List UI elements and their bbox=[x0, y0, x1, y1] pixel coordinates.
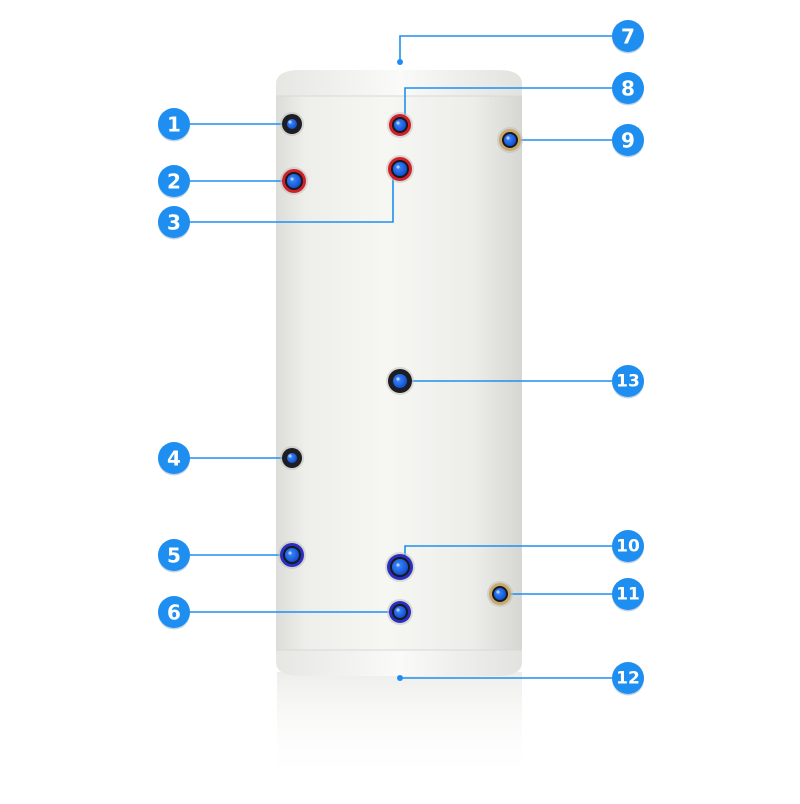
fitting-coil-return-upper bbox=[385, 552, 415, 582]
floor-reflection bbox=[277, 672, 522, 782]
callout-number-9: 9 bbox=[621, 129, 635, 153]
leader-line-8 bbox=[404, 87, 613, 115]
callout-number-6: 6 bbox=[167, 601, 181, 625]
leader-dot-12 bbox=[397, 675, 403, 681]
callout-badge-3: 3 bbox=[158, 206, 190, 240]
callout-number-5: 5 bbox=[167, 544, 181, 568]
tank-top-band bbox=[276, 70, 522, 96]
fitting-anode-port-top-right bbox=[497, 127, 523, 153]
callout-badge-4: 4 bbox=[158, 442, 190, 476]
callout-badge-6: 6 bbox=[158, 596, 190, 630]
callout-badge-13: 13 bbox=[612, 365, 644, 399]
callout-badge-1: 1 bbox=[158, 108, 190, 142]
fitting-coil-return-lower bbox=[387, 599, 413, 625]
fitting-center-port bbox=[386, 367, 414, 395]
fitting-hot-outlet-left bbox=[280, 167, 308, 195]
callout-number-8: 8 bbox=[621, 77, 635, 101]
callout-badge-12: 12 bbox=[612, 662, 644, 696]
callout-badge-5: 5 bbox=[158, 539, 190, 573]
leader-lines bbox=[189, 35, 613, 681]
callout-number-1: 1 bbox=[167, 113, 181, 137]
tank-bottom-band bbox=[276, 650, 522, 676]
fitting-element-port-lower bbox=[487, 581, 513, 607]
fitting-coil-flow-upper bbox=[386, 155, 414, 183]
callout-number-13: 13 bbox=[616, 372, 640, 392]
callout-badge-10: 10 bbox=[612, 530, 644, 564]
callout-number-7: 7 bbox=[621, 25, 635, 49]
callout-badge-8: 8 bbox=[612, 72, 644, 106]
leader-line-7 bbox=[399, 35, 613, 62]
fitting-sensor-port-top bbox=[280, 112, 304, 136]
callout-badge-9: 9 bbox=[612, 124, 644, 158]
leader-line-10 bbox=[404, 545, 613, 556]
callout-badge-2: 2 bbox=[158, 165, 190, 199]
callout-badge-7: 7 bbox=[612, 20, 644, 54]
callout-number-4: 4 bbox=[167, 447, 181, 471]
fitting-sensor-port-middle bbox=[280, 446, 304, 470]
callout-number-2: 2 bbox=[167, 170, 181, 194]
callout-number-11: 11 bbox=[616, 585, 640, 605]
callout-badge-11: 11 bbox=[612, 578, 644, 612]
fitting-cold-inlet-left bbox=[278, 541, 306, 569]
leader-line-3 bbox=[189, 178, 394, 223]
fitting-coil-flow-top bbox=[387, 112, 413, 138]
callout-number-3: 3 bbox=[167, 211, 181, 235]
callout-number-10: 10 bbox=[616, 537, 640, 557]
leader-dot-7 bbox=[397, 59, 403, 65]
tank-fittings bbox=[278, 112, 523, 625]
callout-number-12: 12 bbox=[616, 669, 640, 689]
